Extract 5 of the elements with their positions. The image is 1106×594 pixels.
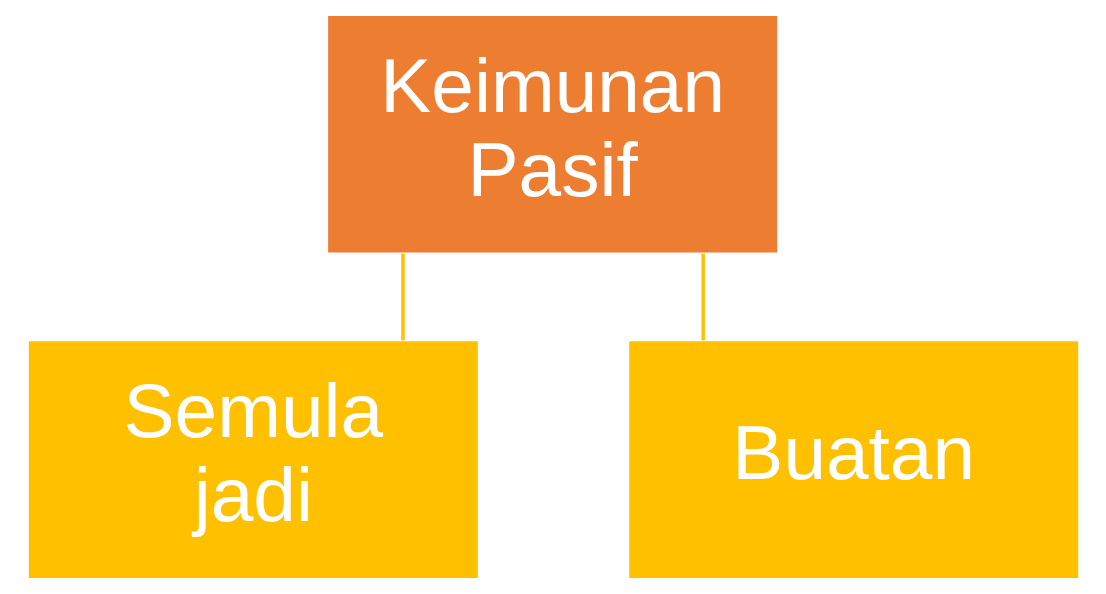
node-box: Keimunan Pasif <box>325 14 779 255</box>
node-box: Semula jadi <box>26 339 480 580</box>
node-box: Buatan <box>626 339 1080 580</box>
connector <box>400 253 405 341</box>
connector <box>700 253 705 341</box>
